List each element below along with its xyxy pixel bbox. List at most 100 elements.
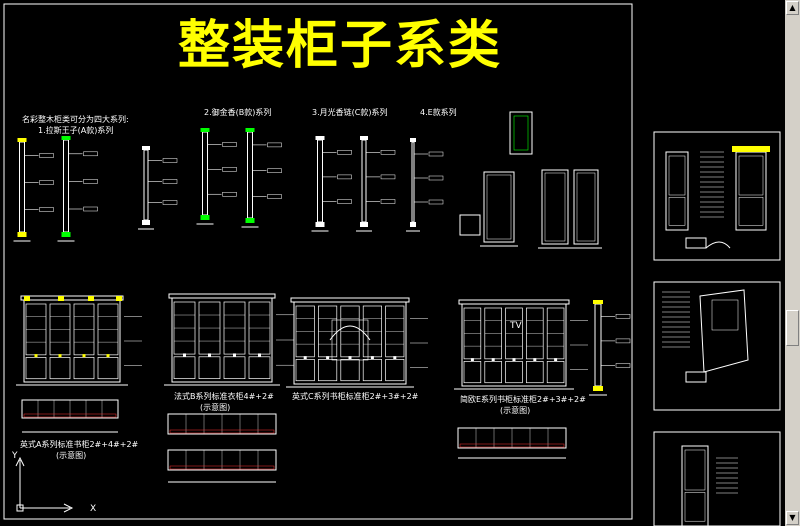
thumb-door-panel [668,196,686,226]
cabinet-lower-door [49,357,71,380]
cabinet-lower-door [385,359,405,382]
column-shaft [202,131,208,216]
column-profiles [13,111,631,396]
series-label-c: 3.月光香链(C款)系列 [312,108,388,117]
dim-text-box [337,150,352,155]
dim-text-box [162,200,178,205]
cabinet-outline [461,303,567,387]
tv-label: TV [510,321,522,331]
e-detail-box [459,214,481,236]
series-label-a: 1.拉斯王子(A款)系列 [38,126,114,135]
cabinet-lower-door [248,356,271,379]
caption-b-note: (示意图) [200,403,231,412]
column-shaft [143,149,149,221]
door-handle [303,356,307,360]
dim-text-box [39,180,54,185]
door-panel-inset [513,115,529,151]
door-handle [326,356,330,360]
column-base [410,222,416,227]
dim-text-box [222,192,237,197]
cabinet-outline [23,299,121,383]
thumbnail-frame-bottom [653,431,781,526]
thumb-plan [685,371,707,383]
column-shaft [19,141,25,233]
thumb-door [681,445,709,526]
plan-red-edge [459,443,565,448]
column-shaft [317,139,323,223]
thumbnail-frame-top [653,131,781,261]
column-base [245,218,255,223]
door-handle [533,358,537,362]
e-cabinet-side [483,171,515,243]
cabinet-lower-door [97,357,119,380]
cabinet-accent [24,296,30,301]
cabinet-lower-door [173,356,196,379]
door-handle [233,353,236,357]
column-cap [315,136,325,140]
cabinet-center-opening [331,319,369,361]
cabinet-lower-door [463,361,482,384]
dim-text-box [39,153,54,158]
thumb-plan [685,237,707,249]
cabinet-lower-door [362,359,382,382]
thumb-door [735,151,767,231]
plan-red-edge [169,429,275,434]
thumb-door-panel [684,449,706,491]
cabinet-lower-door [484,361,502,384]
drawing-frame [3,3,633,520]
dim-text-box [39,207,54,212]
drawing-title: 整装柜子系类 [177,15,502,76]
cabinet-lower-door [295,359,315,382]
column-shaft [594,303,602,387]
series-label-e: 4.E款系列 [420,108,457,117]
scroll-up-arrow[interactable]: ▲ [786,1,799,15]
cabinet-lower-door [198,356,221,379]
dim-text-box [428,199,444,205]
dim-text-box [428,175,444,181]
e-cabinet-inset [486,174,512,240]
cabinet-crown [168,293,276,299]
dim-text-box [267,194,282,199]
thumb-door-panel [738,155,764,196]
thumb-door-panel [684,492,706,522]
scroll-thumb[interactable] [786,310,799,346]
door-handle [554,358,558,362]
vertical-scrollbar[interactable]: ▲ ▼ [785,0,800,526]
dim-text-box [162,158,178,163]
cabinet-crown [20,295,124,301]
caption-e-cabinet: 简欧E系列书柜标准柜2#+3#+2# [460,395,586,404]
axis-y-label: Y [12,451,18,461]
scroll-down-arrow[interactable]: ▼ [786,511,799,525]
door-handle [491,358,495,362]
thumb-crown [732,146,770,152]
column-base [142,220,150,225]
cabinet-accent [58,296,64,301]
cabinet-lower-door [73,357,95,380]
dim-text-box [222,142,237,147]
dim-text-box [380,150,396,155]
dim-text-box [380,199,396,204]
axis-x-label: X [90,504,97,514]
door-handle [82,354,86,358]
cabinet-arch [329,325,371,341]
column-shaft [361,139,367,223]
series-heading: 名彩整木柜类可分为四大系列: [22,115,129,124]
column-cap [17,138,27,142]
plan-red-edge [169,465,275,470]
cabinet-outline [293,301,407,385]
plan-red-edge [23,413,117,418]
thumb-swing [705,241,731,249]
dim-text-box [83,151,98,157]
dim-text-box [83,206,98,212]
door-handle [183,353,186,357]
ucs-axis-icon [15,456,74,513]
caption-a-note: (示意图) [56,451,87,460]
column-base [61,232,71,237]
cabinet-crown [458,299,570,305]
cabinet-lower-door [546,361,565,384]
dim-text-box [380,174,396,180]
door-handle [106,354,110,358]
thumb-door-panel [668,155,686,196]
door-handle [58,354,62,358]
